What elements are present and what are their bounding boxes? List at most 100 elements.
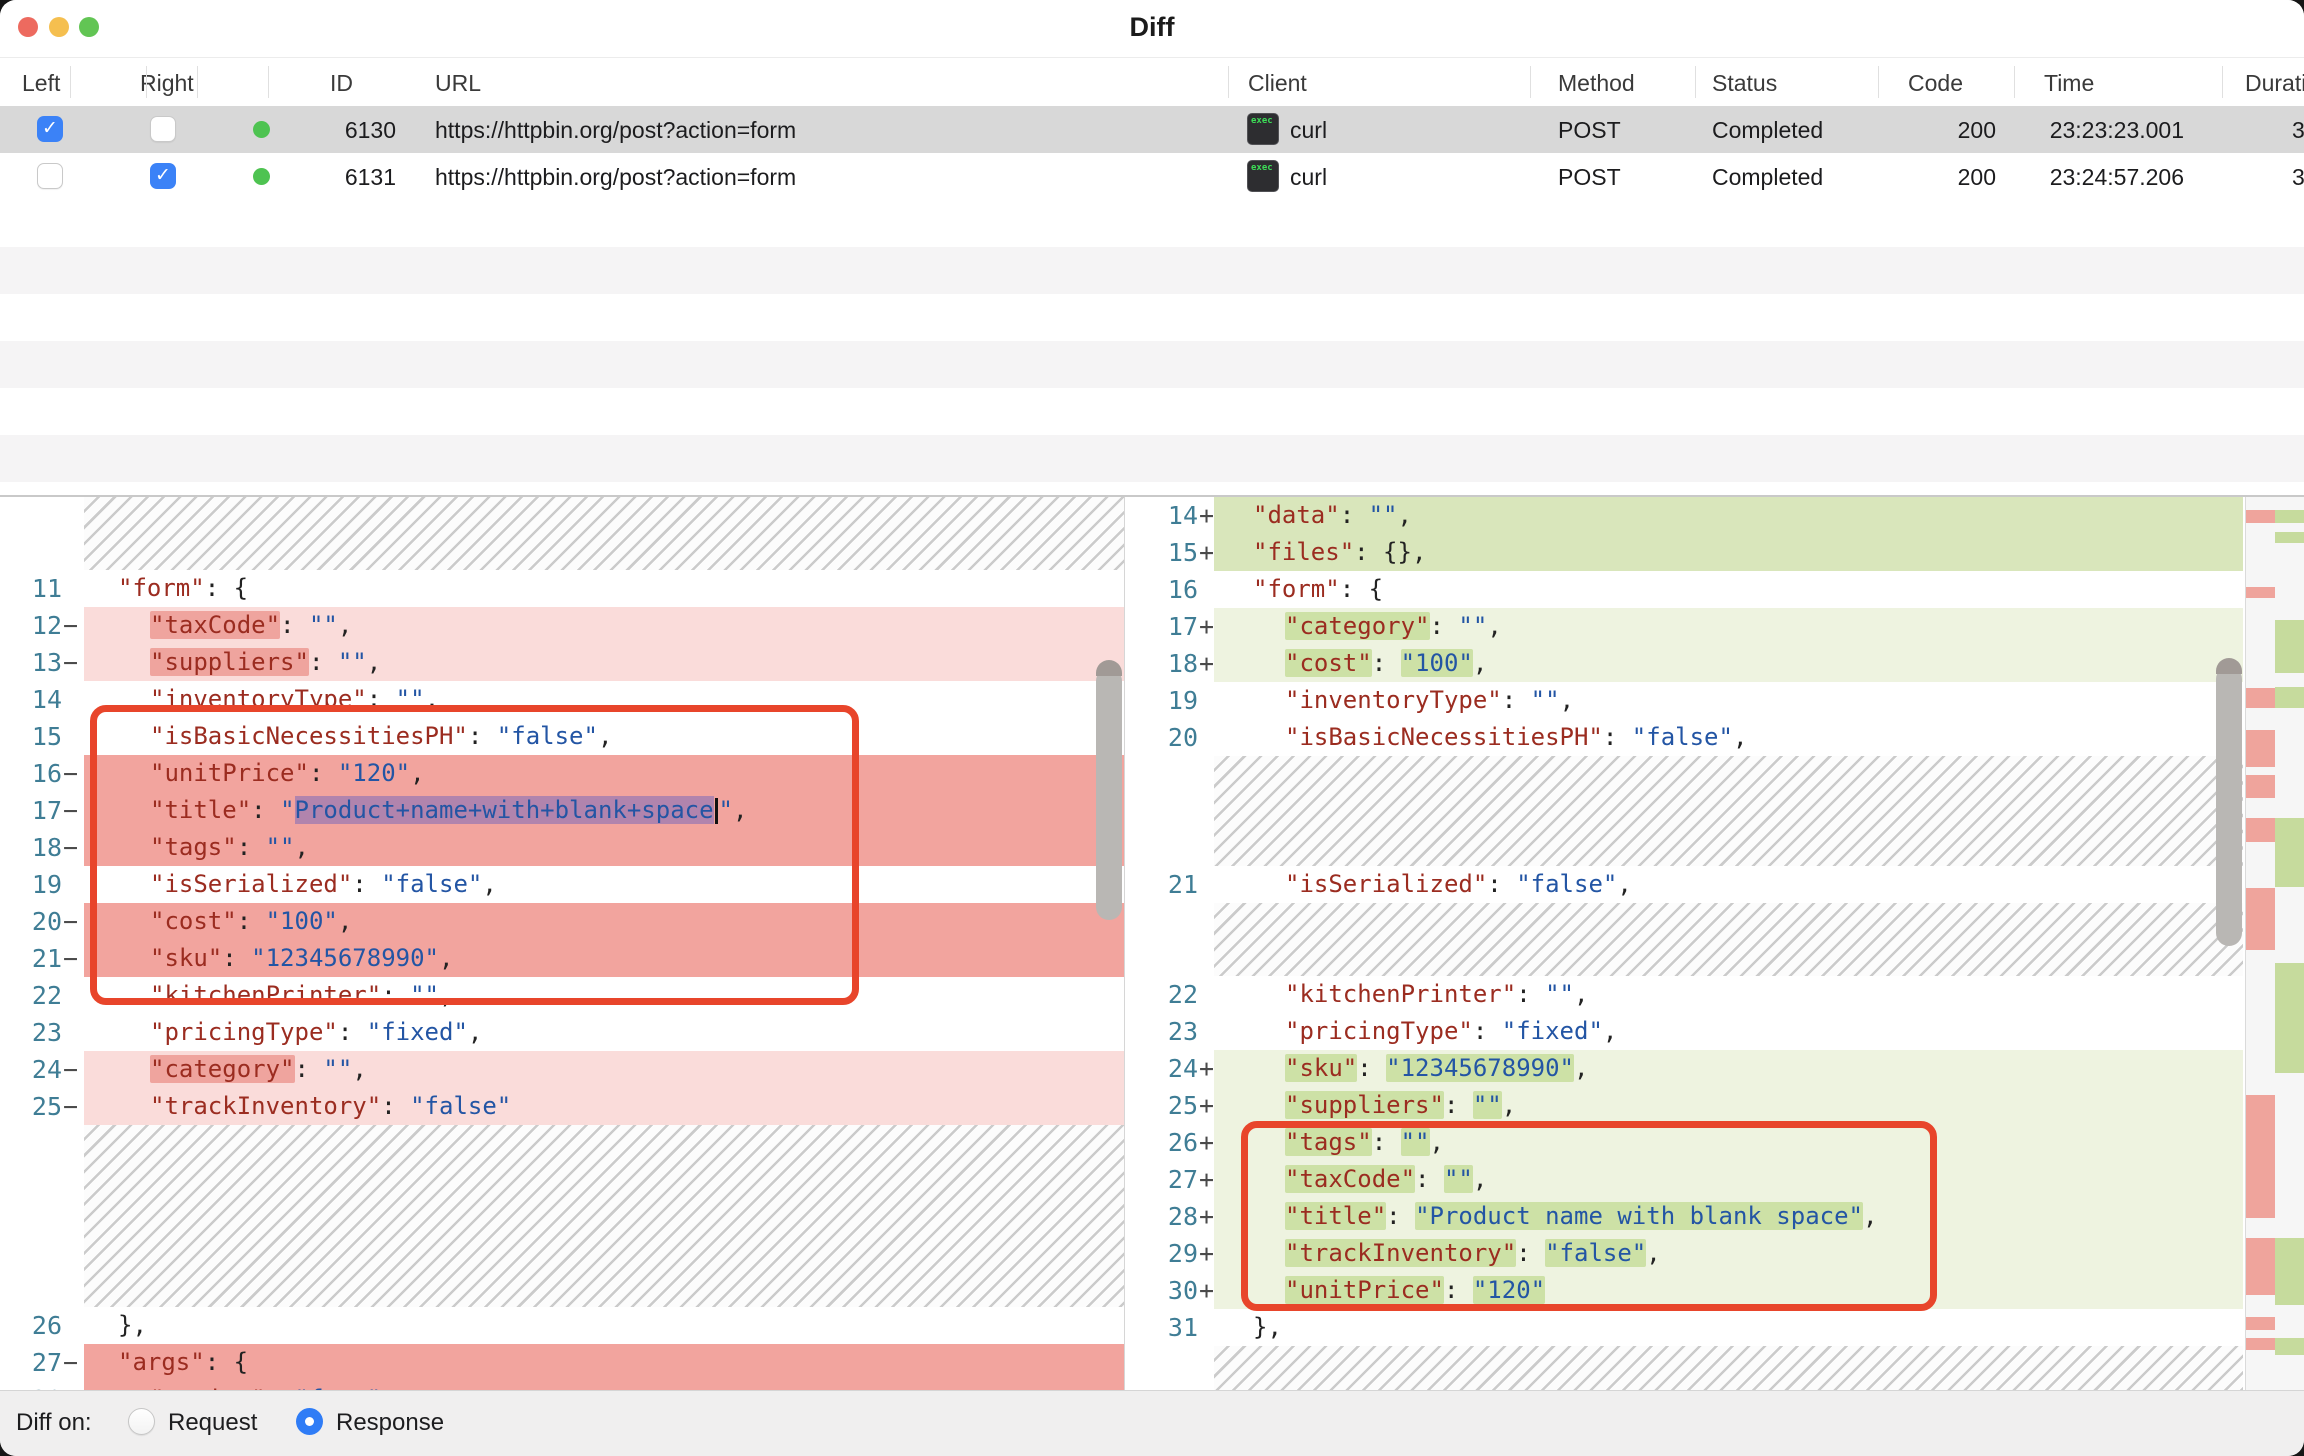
- minimap-removed-stripe: [2246, 730, 2275, 767]
- code-token: "category": [1285, 612, 1430, 640]
- column-header-left[interactable]: Left: [22, 70, 61, 96]
- column-header-id[interactable]: ID: [330, 70, 353, 96]
- code-token: :: [236, 833, 266, 861]
- column-header-status[interactable]: Status: [1712, 70, 1778, 96]
- code-token: ,: [1487, 612, 1502, 640]
- column-header-client[interactable]: Client: [1248, 70, 1307, 96]
- diff-line-highlight: [1214, 1124, 2243, 1161]
- code-token: "": [410, 981, 439, 1009]
- diff-line-right: 18+"cost": "100",: [1126, 645, 2245, 682]
- code-token: ,: [1617, 870, 1632, 898]
- response-radio[interactable]: [296, 1408, 323, 1435]
- right-pane-scrollbar[interactable]: [2216, 658, 2242, 674]
- code-token: ,: [439, 981, 454, 1009]
- right-checkbox[interactable]: ✓: [150, 163, 176, 189]
- table-row[interactable]: ✓ 6131 https://httpbin.org/post?action=for…: [0, 153, 2304, 200]
- column-separator: [1228, 66, 1229, 98]
- diff-gap-hatch: [1214, 903, 2243, 976]
- code-text: "suppliers": "",: [1285, 1087, 1516, 1124]
- minimize-window-icon[interactable]: [49, 17, 69, 37]
- close-window-icon[interactable]: [18, 17, 38, 37]
- line-change-sign: −: [63, 759, 79, 788]
- code-text: "title": "Product+name+with+blank+space"…: [150, 792, 747, 829]
- diff-line-right: 20"isBasicNecessitiesPH": "false",: [1126, 719, 2245, 756]
- right-checkbox[interactable]: [150, 116, 176, 142]
- cell-id: 6131: [344, 164, 396, 190]
- line-number: 27: [1167, 1165, 1198, 1194]
- minimap-added-stripe: [2275, 532, 2304, 543]
- diff-line-left: 28−"action": "form": [0, 1381, 1124, 1390]
- diff-line-left: 16−"unitPrice": "120",: [0, 755, 1124, 792]
- line-number: 20: [1167, 723, 1198, 752]
- code-text: "pricingType": "fixed",: [150, 1014, 482, 1051]
- diff-line-left: 17−"title": "Product+name+with+blank+spa…: [0, 792, 1124, 829]
- cell-url: https://httpbin.org/post?action=form: [435, 164, 797, 190]
- code-token: "form": [118, 574, 205, 602]
- status-dot-icon: [253, 168, 270, 185]
- minimap-removed-stripe: [2246, 587, 2275, 598]
- line-number: 13: [31, 648, 62, 677]
- left-checkbox[interactable]: ✓: [37, 116, 63, 142]
- line-number: 31: [1167, 1313, 1198, 1342]
- line-number: 24: [1167, 1054, 1198, 1083]
- request-radio-label[interactable]: Request: [168, 1409, 258, 1436]
- code-token: "": [1368, 501, 1398, 529]
- code-token: "args": [118, 1348, 205, 1376]
- code-text: "category": "",: [1285, 608, 1502, 645]
- code-token: :: [1371, 1128, 1401, 1156]
- line-change-sign: +: [1199, 501, 1215, 530]
- code-token: ": [718, 796, 733, 824]
- code-token: "120": [337, 759, 411, 787]
- line-number: 18: [31, 833, 62, 862]
- diff-line-right: 25+"suppliers": "",: [1126, 1087, 2245, 1124]
- diff-pane-right[interactable]: 14+"data": "",15+"files": {},16"form": {…: [1126, 497, 2245, 1390]
- code-token: ,: [1574, 1054, 1589, 1082]
- right-pane-scrollbar-thumb[interactable]: [2216, 666, 2242, 946]
- code-token: "unitPrice": [1285, 1276, 1444, 1304]
- code-token: "pricingType": [150, 1018, 338, 1046]
- code-token: "isSerialized": [150, 870, 353, 898]
- column-header-method[interactable]: Method: [1558, 70, 1635, 96]
- code-token: "isBasicNecessitiesPH": [1285, 723, 1603, 751]
- response-radio-label[interactable]: Response: [336, 1409, 445, 1436]
- code-text: "kitchenPrinter": "",: [1285, 976, 1588, 1013]
- zoom-window-icon[interactable]: [79, 17, 99, 37]
- left-checkbox[interactable]: [37, 163, 63, 189]
- code-text: "suppliers": "",: [150, 644, 381, 681]
- terminal-icon: exec: [1247, 160, 1279, 192]
- diff-minimap[interactable]: [2245, 497, 2304, 1390]
- column-header-url[interactable]: URL: [435, 70, 482, 96]
- diff-pane-left[interactable]: 11"form": {12−"taxCode": "",13−"supplier…: [0, 497, 1125, 1390]
- line-number: 17: [31, 796, 62, 825]
- code-token: "": [1458, 612, 1488, 640]
- code-token: "fixed": [1501, 1017, 1603, 1045]
- request-radio[interactable]: [128, 1408, 155, 1435]
- code-text: "isSerialized": "false",: [150, 866, 497, 903]
- code-text: "data": "",: [1253, 497, 1412, 534]
- cell-code: 200: [1957, 164, 1996, 190]
- code-token: "": [265, 833, 295, 861]
- code-token: "trackInventory": [150, 1092, 382, 1120]
- minimap-added-stripe: [2275, 620, 2304, 673]
- code-token: ,: [1559, 686, 1575, 714]
- column-header-right[interactable]: Right: [140, 70, 194, 96]
- code-token: :: [337, 1018, 367, 1046]
- line-change-sign: −: [63, 611, 79, 640]
- code-token: "form": [295, 1385, 382, 1390]
- code-token: },: [1253, 1313, 1282, 1341]
- code-text: "taxCode": "",: [150, 607, 352, 644]
- code-token: ,: [366, 648, 382, 676]
- column-header-code[interactable]: Code: [1908, 70, 1963, 96]
- cell-time: 23:23:23.001: [2049, 117, 2184, 143]
- line-number: 26: [31, 1311, 62, 1340]
- code-token: "cost": [1285, 649, 1372, 677]
- code-token: "Product name with blank space": [1415, 1202, 1863, 1230]
- code-token: :: [280, 611, 309, 639]
- diff-line-highlight: [1214, 645, 2243, 682]
- left-pane-scrollbar[interactable]: [1096, 660, 1122, 676]
- column-header-time[interactable]: Time: [2044, 70, 2095, 96]
- column-header-duration[interactable]: Duration: [2245, 70, 2304, 96]
- left-pane-scrollbar-thumb[interactable]: [1096, 668, 1122, 920]
- code-token: "pricingType": [1285, 1017, 1473, 1045]
